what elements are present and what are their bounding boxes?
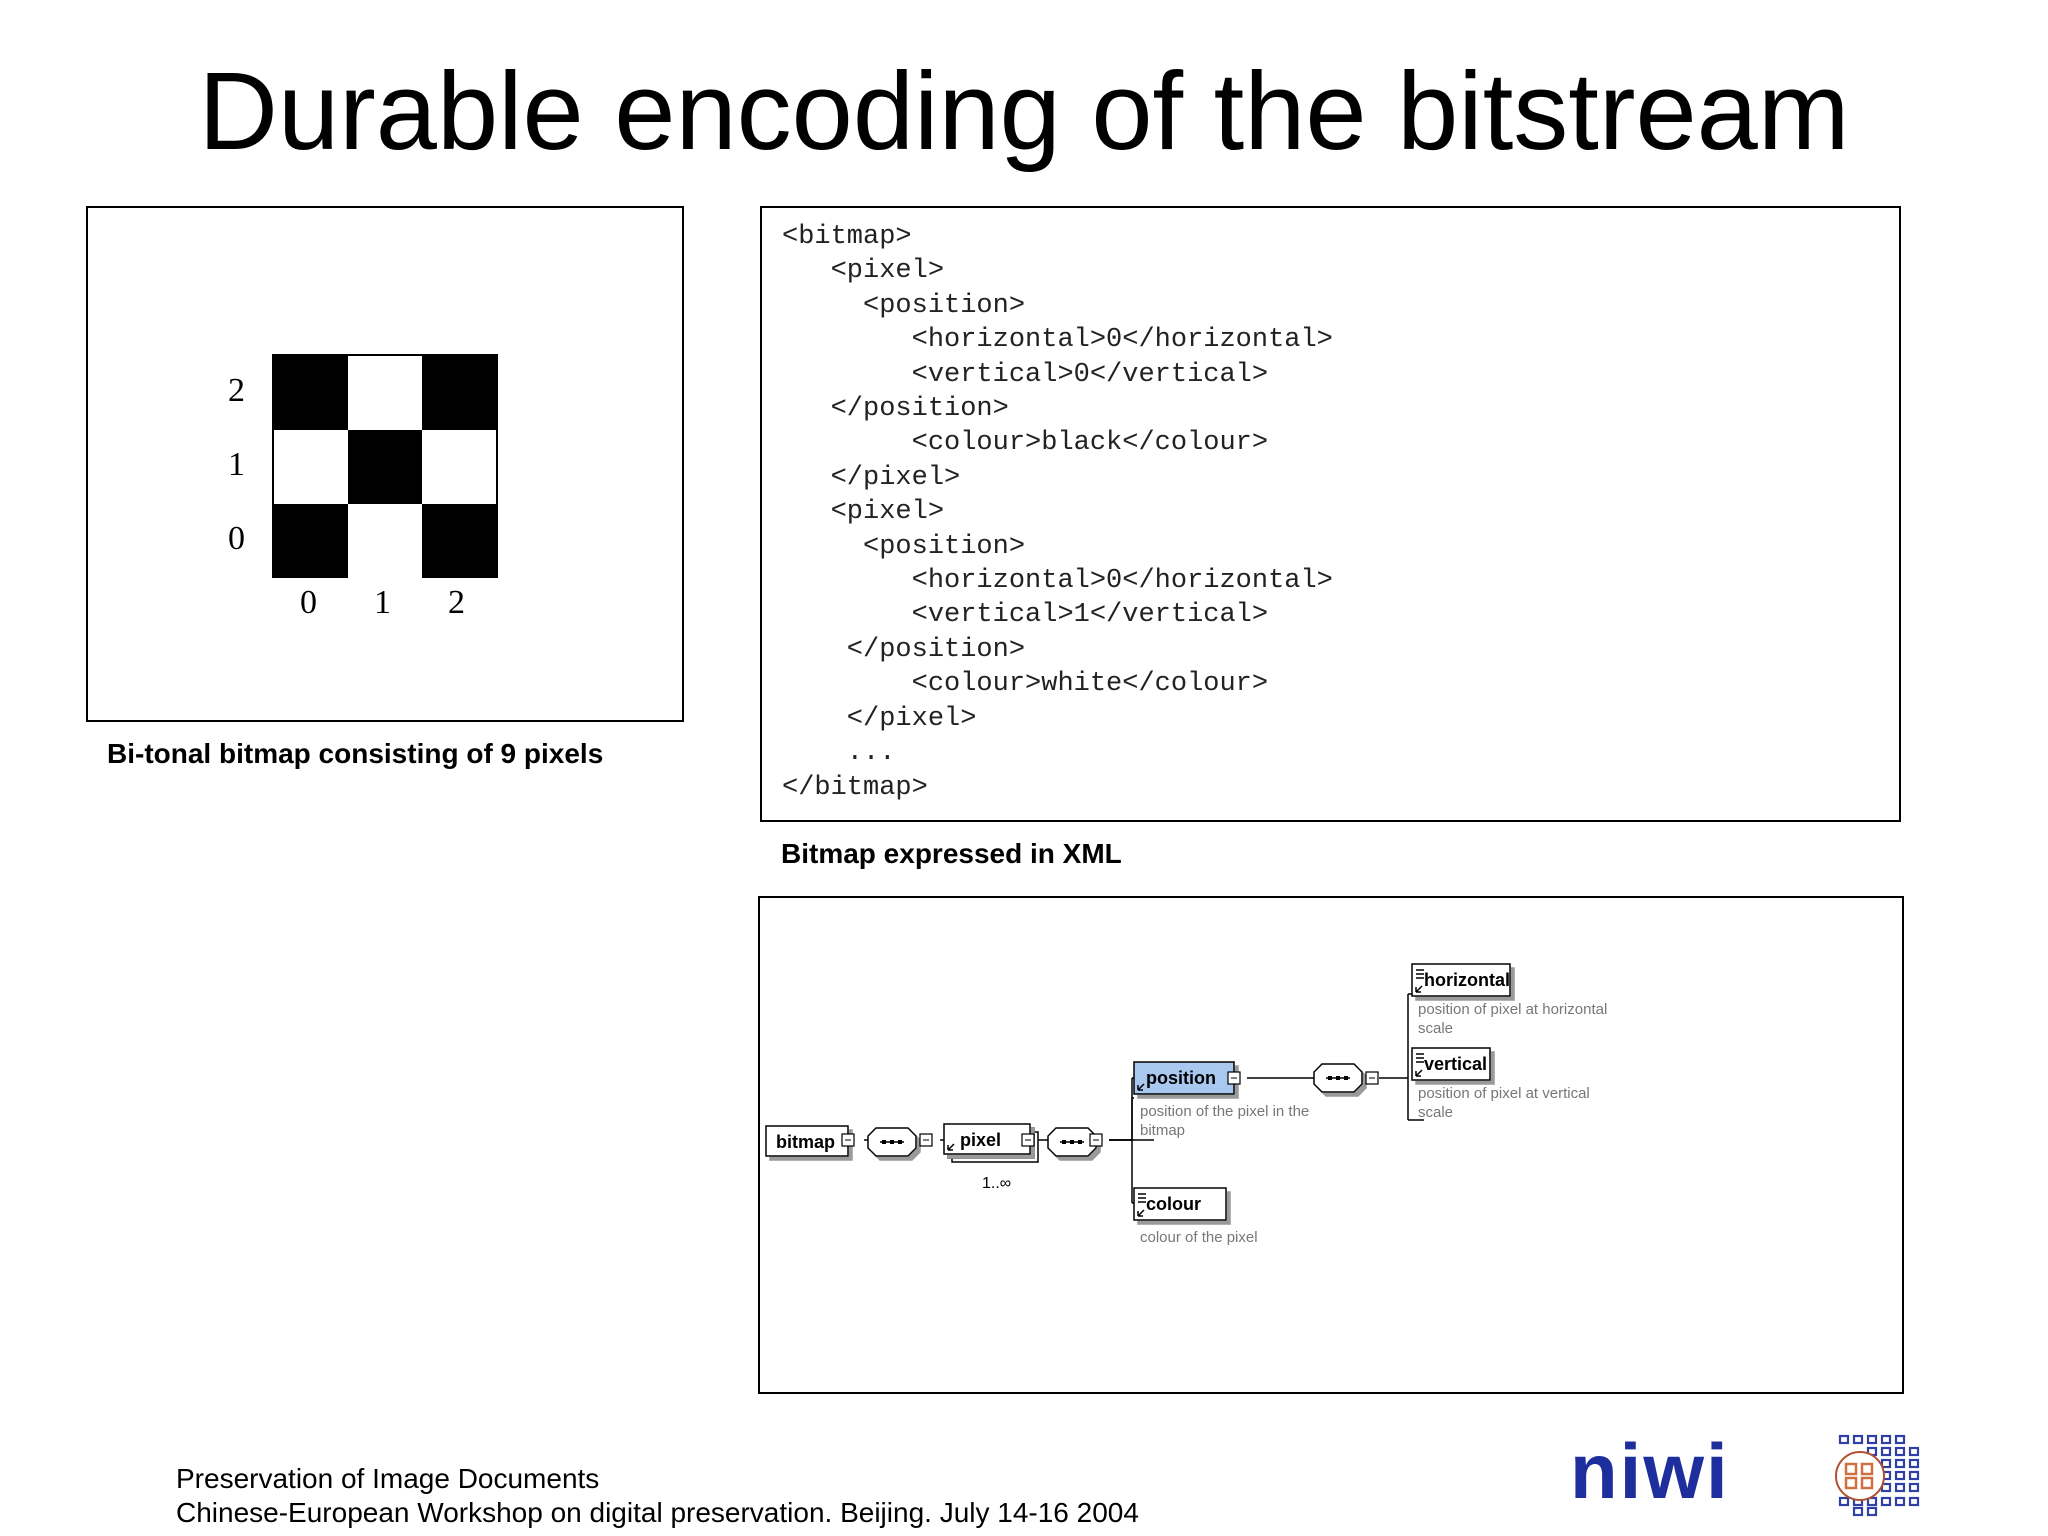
- pixel-cardinality: 1..∞: [982, 1175, 1011, 1192]
- position-doc-line-1: position of the pixel in the: [1140, 1103, 1309, 1120]
- schema-connectors: [864, 993, 1424, 1204]
- annotation-icon: [1416, 1053, 1424, 1063]
- bitmap-x-tick: 2: [448, 584, 465, 621]
- sequence-compositor-1[interactable]: [867, 1127, 933, 1157]
- bitmap-grid: [272, 354, 498, 578]
- footer-line-1: Preservation of Image Documents: [176, 1463, 600, 1494]
- reference-arrow-icon: [1415, 1069, 1423, 1077]
- xml-code-listing: <bitmap> <pixel> <position> <horizontal>…: [782, 222, 1333, 803]
- xml-panel: <bitmap> <pixel> <position> <horizontal>…: [760, 206, 1901, 822]
- niwi-logo: niwi: [1570, 1432, 1730, 1512]
- bitmap-pixel-black: [348, 430, 422, 504]
- sequence-compositor-3[interactable]: [1313, 1063, 1379, 1093]
- schema-element-vertical[interactable]: vertical position of pixel at vertical s…: [1411, 1047, 1590, 1121]
- horizontal-doc-line-2: scale: [1418, 1020, 1453, 1037]
- pixel-element-label: pixel: [960, 1130, 1001, 1150]
- reference-arrow-icon: [1137, 1083, 1145, 1091]
- schema-element-position[interactable]: position position of the pixel in the bi…: [1133, 1061, 1309, 1139]
- bitmap-y-tick: 1: [228, 446, 245, 483]
- xml-caption: Bitmap expressed in XML: [781, 838, 1122, 869]
- bitmap-pixel-white: [422, 430, 496, 504]
- sequence-compositor-2[interactable]: [1047, 1127, 1103, 1157]
- vertical-doc-line-2: scale: [1418, 1104, 1453, 1121]
- schema-element-bitmap[interactable]: bitmap: [765, 1125, 855, 1157]
- vertical-element-label: vertical: [1424, 1054, 1487, 1074]
- bitmap-x-tick: 0: [300, 584, 317, 621]
- colour-doc: colour of the pixel: [1140, 1229, 1258, 1246]
- slide-title: Durable encoding of the bitstream: [198, 50, 1850, 173]
- schema-element-horizontal[interactable]: horizontal position of pixel at horizont…: [1411, 963, 1607, 1037]
- reference-arrow-icon: [1137, 1209, 1145, 1217]
- annotation-icon: [1138, 1193, 1146, 1203]
- bitmap-x-tick: 1: [374, 584, 391, 621]
- vertical-doc-line-1: position of pixel at vertical: [1418, 1085, 1590, 1102]
- bitmap-panel: 2 1 0 0 1 2: [86, 206, 684, 722]
- bitmap-pixel-black: [274, 356, 348, 430]
- position-element-label: position: [1146, 1068, 1216, 1088]
- bitmap-pixel-black: [422, 504, 496, 578]
- reference-arrow-icon: [1415, 985, 1423, 993]
- bitmap-y-tick: 0: [228, 520, 245, 557]
- colour-element-label: colour: [1146, 1194, 1201, 1214]
- bitmap-pixel-white: [348, 504, 422, 578]
- niwi-logo-text: niwi: [1570, 1432, 1730, 1512]
- reference-arrow-icon: [947, 1143, 955, 1151]
- schema-diagram: bitmap pixel 1..∞: [765, 963, 1607, 1246]
- bitmap-y-tick: 2: [228, 372, 245, 409]
- knaw-logo-icon: [1835, 1434, 1920, 1517]
- bitmap-pixel-black: [274, 504, 348, 578]
- bitmap-pixel-white: [274, 430, 348, 504]
- annotation-icon: [1416, 969, 1424, 979]
- schema-diagram-panel: bitmap pixel 1..∞: [758, 896, 1904, 1394]
- footer-line-2: Chinese-European Workshop on digital pre…: [176, 1497, 1139, 1528]
- bitmap-pixel-black: [422, 356, 496, 430]
- horizontal-doc-line-1: position of pixel at horizontal: [1418, 1001, 1607, 1018]
- bitmap-element-label: bitmap: [776, 1132, 835, 1152]
- schema-element-pixel[interactable]: pixel 1..∞: [943, 1123, 1039, 1192]
- bitmap-pixel-white: [348, 356, 422, 430]
- position-doc-line-2: bitmap: [1140, 1122, 1185, 1139]
- schema-element-colour[interactable]: colour colour of the pixel: [1133, 1187, 1258, 1246]
- horizontal-element-label: horizontal: [1424, 970, 1510, 990]
- bitmap-caption: Bi-tonal bitmap consisting of 9 pixels: [107, 738, 604, 769]
